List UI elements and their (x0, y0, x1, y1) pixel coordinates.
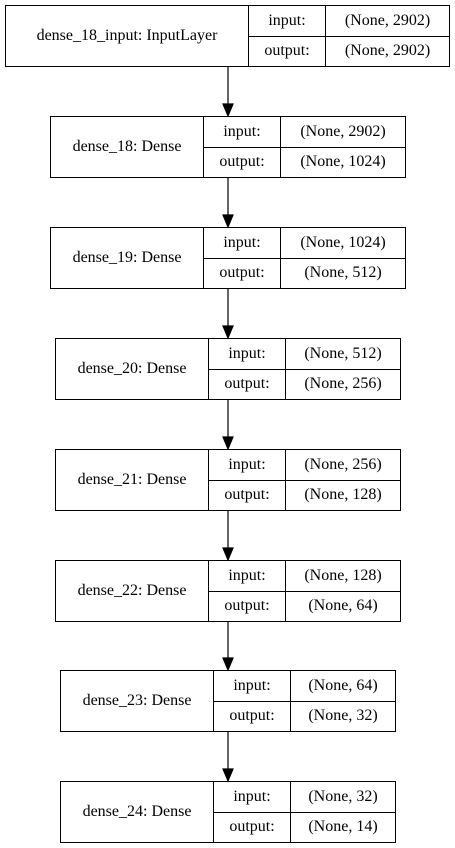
layer-name: dense_23: Dense (61, 671, 214, 731)
layer-node-dense-21: dense_21: Dense input: output: (None, 25… (55, 449, 401, 511)
output-label: output: (219, 264, 265, 282)
output-shape: (None, 1024) (300, 153, 386, 171)
input-shape: (None, 256) (286, 450, 400, 481)
input-label: input: (209, 339, 285, 370)
layer-node-dense-18: dense_18: Dense input: output: (None, 29… (50, 116, 406, 178)
layer-node-dense-20: dense_20: Dense input: output: (None, 51… (55, 338, 401, 400)
arrowhead (222, 547, 234, 562)
output-label: output: (219, 153, 265, 171)
input-label: input: (209, 450, 285, 481)
input-label: input: (209, 561, 285, 592)
output-shape: (None, 512) (304, 264, 382, 282)
output-shape: (None, 128) (304, 486, 382, 504)
input-shape: (None, 32) (291, 782, 395, 813)
output-label: output: (224, 486, 270, 504)
layer-name: dense_21: Dense (56, 450, 209, 510)
layer-node-dense-19: dense_19: Dense input: output: (None, 10… (50, 227, 406, 289)
arrowhead (222, 657, 234, 672)
arrowhead (222, 768, 234, 783)
output-shape: (None, 64) (308, 597, 378, 615)
layer-name: dense_18: Dense (51, 117, 204, 177)
output-label: output: (264, 42, 310, 60)
output-shape: (None, 32) (308, 707, 378, 725)
layer-node-dense-24: dense_24: Dense input: output: (None, 32… (60, 781, 396, 843)
layer-node-dense-22: dense_22: Dense input: output: (None, 12… (55, 560, 401, 622)
layer-name: dense_24: Dense (61, 782, 214, 842)
arrowhead (222, 103, 234, 118)
output-label: output: (229, 707, 275, 725)
input-shape: (None, 2902) (326, 6, 449, 37)
output-shape: (None, 14) (308, 818, 378, 836)
input-label: input: (214, 782, 290, 813)
input-label: input: (249, 6, 325, 37)
layer-name: dense_18_input: InputLayer (6, 6, 249, 66)
input-shape: (None, 128) (286, 561, 400, 592)
input-label: input: (204, 117, 280, 148)
input-shape: (None, 64) (291, 671, 395, 702)
layer-name: dense_19: Dense (51, 228, 204, 288)
arrowhead (222, 436, 234, 451)
layer-node-dense-23: dense_23: Dense input: output: (None, 64… (60, 670, 396, 732)
input-shape: (None, 1024) (281, 228, 405, 259)
arrowhead (222, 325, 234, 340)
arrowhead (222, 214, 234, 229)
input-label: input: (204, 228, 280, 259)
output-label: output: (229, 818, 275, 836)
layer-node-dense-18-input: dense_18_input: InputLayer input: output… (5, 5, 450, 67)
input-shape: (None, 2902) (281, 117, 405, 148)
output-label: output: (224, 375, 270, 393)
layer-name: dense_22: Dense (56, 561, 209, 621)
input-label: input: (214, 671, 290, 702)
layer-name: dense_20: Dense (56, 339, 209, 399)
output-shape: (None, 256) (304, 375, 382, 393)
output-shape: (None, 2902) (344, 42, 431, 60)
output-label: output: (224, 597, 270, 615)
input-shape: (None, 512) (286, 339, 400, 370)
